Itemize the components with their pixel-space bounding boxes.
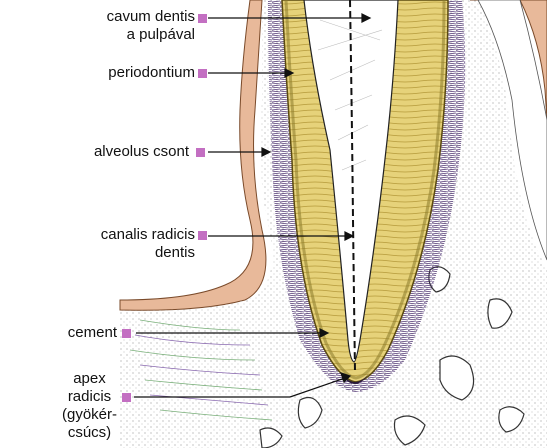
root-canal-line (349, 0, 356, 373)
label-line: canalis radicis (100, 226, 195, 243)
pointer-lines (134, 13, 372, 398)
label-line: cement (67, 324, 117, 341)
label-line: cavum dentis (106, 8, 195, 25)
label-marker (122, 329, 131, 338)
label-line: apex (73, 370, 106, 387)
label-line: csúcs) (67, 424, 112, 441)
apex-tip (340, 372, 370, 384)
label-marker (198, 69, 207, 78)
gingiva-right-inner (477, 0, 547, 261)
label-marker (198, 14, 207, 23)
gingiva-right (470, 0, 547, 121)
label-apex-radicis: apex radicis (gyökér- csúcs) (62, 370, 117, 442)
label-cavum-dentis: cavum dentis a pulpával (107, 8, 195, 44)
label-periodontium: periodontium (108, 64, 195, 82)
label-alveolus: alveolus csont (94, 143, 189, 161)
label-line: a pulpával (126, 26, 195, 43)
label-cement: cement (68, 324, 117, 342)
pulp-cavity (303, 0, 399, 363)
label-line: (gyökér- (61, 406, 117, 423)
label-marker (122, 393, 131, 402)
cement-layer (284, 0, 446, 380)
label-canalis-radicis: canalis radicis dentis (101, 226, 195, 262)
label-line: radicis (67, 388, 112, 405)
label-marker (198, 231, 207, 240)
label-line: periodontium (108, 64, 195, 81)
label-marker (196, 148, 205, 157)
label-line: alveolus csont (93, 143, 189, 160)
fibres (129, 319, 273, 421)
label-line: dentis (154, 244, 195, 261)
bone-cavities (259, 266, 525, 448)
